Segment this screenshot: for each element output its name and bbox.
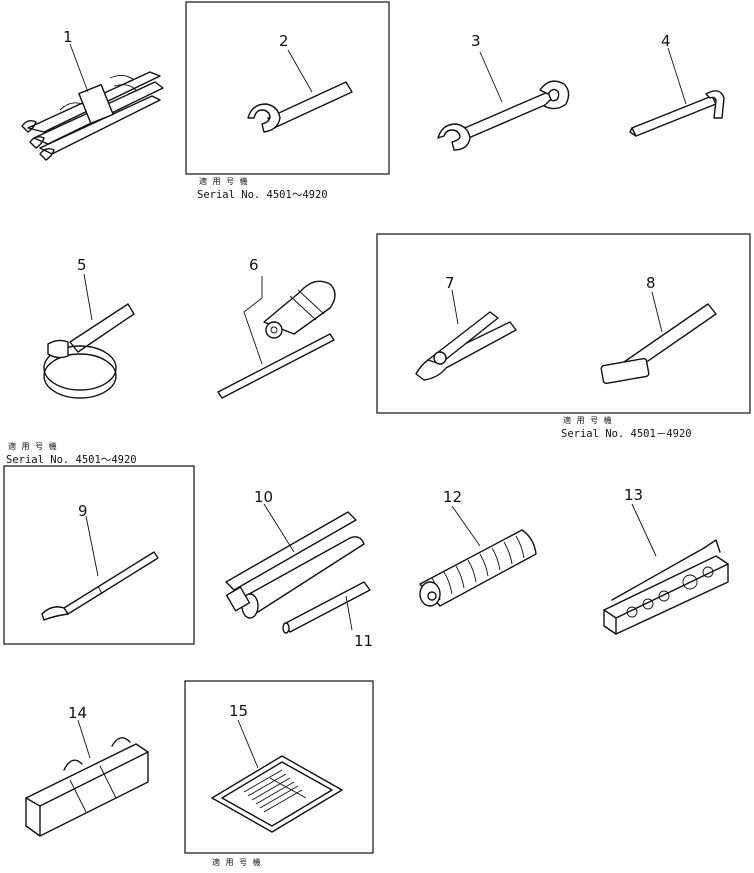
caption-box78-serial: Serial No. 4501－4920 [561,428,692,440]
part-number-6: 6 [249,256,259,274]
caption-box2-jp: 適 用 号 機 [199,176,249,186]
part-number-13: 13 [624,486,643,504]
part-number-2: 2 [279,32,289,50]
part-number-8: 8 [646,274,656,292]
part-number-1: 1 [63,28,73,46]
caption-box78-jp: 適 用 号 機 [563,415,613,425]
leader-15 [237,719,259,769]
frame-item-9 [3,465,195,645]
tool-bag-illustration [25,737,149,837]
leader-10 [263,503,295,553]
open-wrench-illustration [247,81,353,133]
leader-11 [345,595,353,631]
part-number-15: 15 [229,702,248,720]
part-number-14: 14 [68,704,87,722]
manual-book-illustration [211,755,343,833]
leader-9 [85,515,99,577]
leader-1 [69,43,89,93]
wrench-set-illustration [21,71,164,161]
frame-item-2 [185,1,390,175]
leader-6 [243,276,263,365]
grease-gun-illustration [225,511,365,619]
part-number-3: 3 [471,32,481,50]
leader-4 [667,47,687,105]
hammer-illustration [600,303,717,385]
socket-case-illustration [603,539,729,635]
double-open-wrench-illustration [437,80,570,151]
leader-7 [451,289,459,325]
caption-box9-jp: 適 用 号 機 [8,441,58,451]
pliers-illustration [415,311,517,381]
leader-3 [479,51,503,103]
extension-tube-illustration [282,581,371,634]
leader-5 [83,273,93,321]
part-number-7: 7 [445,274,455,292]
leader-12 [451,505,481,547]
leader-2 [287,49,313,93]
frame-items-7-8 [376,233,751,414]
part-number-10: 10 [254,488,273,506]
filter-wrench-illustration [43,303,135,399]
part-number-12: 12 [443,488,462,506]
leader-13 [631,503,657,557]
caption-box9-serial: Serial No. 4501～4920 [6,454,137,466]
leader-14 [77,719,91,759]
caption-box15-jp: 適 用 号 機 [212,857,262,867]
hex-key-illustration [629,90,725,137]
scraper-tool-illustration [41,551,159,621]
caption-box2-serial: Serial No. 4501～4920 [197,189,328,201]
part-number-9: 9 [78,502,88,520]
grease-cartridge-illustration [419,529,537,607]
screwdriver-set-illustration [217,280,336,399]
part-number-11: 11 [354,632,373,650]
frame-item-15 [184,680,374,854]
part-number-4: 4 [661,32,671,50]
leader-8 [651,291,663,333]
part-number-5: 5 [77,256,87,274]
